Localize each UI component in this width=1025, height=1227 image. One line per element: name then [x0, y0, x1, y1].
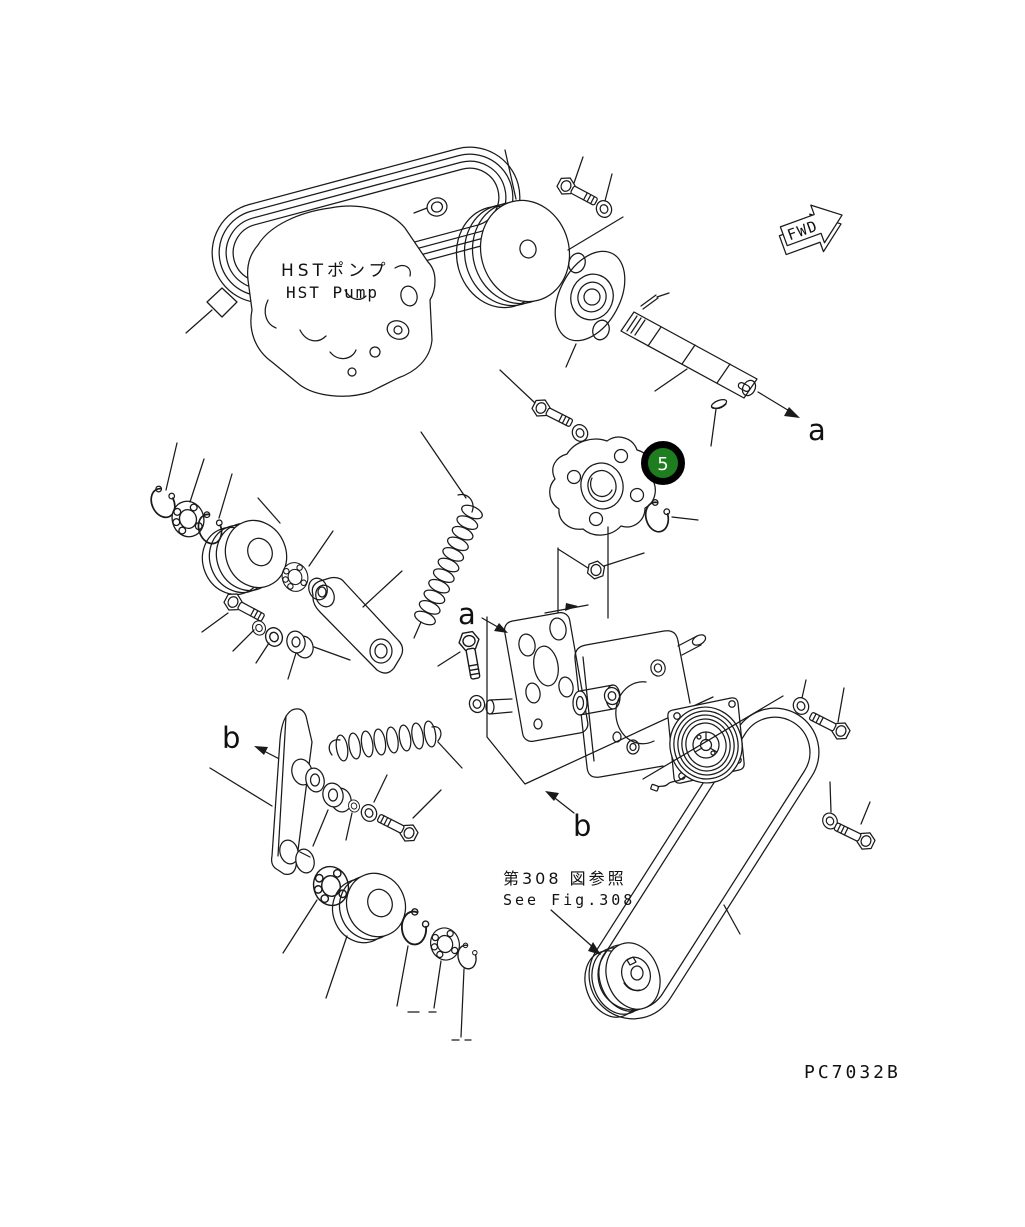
view-label-b-2: b — [573, 809, 591, 843]
idler-pulley — [325, 872, 407, 999]
bearing-1 — [167, 458, 209, 541]
crank-pulley — [584, 942, 661, 1018]
spacer-bushing — [286, 630, 314, 680]
fan-pump-mount — [549, 436, 656, 536]
pump-label-en: HST Pump — [286, 283, 379, 302]
lock-nut — [557, 548, 645, 580]
plate-bolt — [437, 629, 487, 681]
plate-lock-washer — [466, 693, 488, 715]
snap-ring-2 — [192, 473, 233, 548]
pivot-washer-b — [255, 624, 286, 664]
view-arrow-b-panel — [545, 791, 575, 814]
clutch-washer-2 — [819, 781, 841, 832]
shaft-flange-bearing — [554, 216, 626, 368]
bearing-2 — [278, 530, 334, 595]
woodruff-key — [710, 398, 728, 447]
bracket-plate — [572, 630, 707, 778]
pump-label-jp: HSTポンプ — [281, 261, 389, 281]
clutch-bolt-1 — [805, 687, 853, 744]
snap-ring-mount — [641, 495, 699, 536]
tension-arm — [308, 570, 404, 674]
return-spring — [328, 720, 463, 769]
magnet-clutch-pulley — [650, 697, 745, 792]
snap-ring-1 — [144, 442, 183, 523]
bearing-3 — [282, 861, 354, 954]
mount-bolt-5 — [499, 369, 577, 433]
link-washer — [357, 774, 388, 825]
snap-ring-3 — [396, 906, 432, 1007]
pivot-boss — [485, 698, 513, 715]
link-bushing — [312, 782, 352, 847]
callout-5[interactable]: 5 — [641, 441, 685, 485]
spring-pin — [640, 292, 670, 310]
washer-top — [593, 173, 615, 221]
ref-note-en: See Fig.308 — [503, 891, 635, 909]
view-arrow-a-plate — [481, 603, 589, 633]
pump-pulley — [455, 149, 571, 309]
snap-ring-4 — [454, 940, 482, 1038]
phantom-outline-panel — [486, 616, 714, 785]
link-washer-small — [345, 797, 362, 841]
hst-pump-body — [246, 205, 436, 397]
gasket-plate — [503, 611, 589, 742]
callout-5-number: 5 — [657, 454, 668, 475]
fwd-arrow: FWD — [778, 204, 843, 256]
link-plate — [271, 708, 325, 875]
pump-callout-diamond — [185, 287, 238, 334]
clutch-bolt-2 — [830, 801, 878, 854]
pivot-bolt — [201, 589, 268, 633]
pivot-washer-a — [232, 618, 268, 652]
bolt-top — [554, 156, 601, 211]
view-label-b-1: b — [222, 721, 240, 755]
ref-note-jp: 第308 図参照 — [503, 869, 627, 888]
ref-note[interactable]: 第308 図参照 See Fig.308 — [503, 869, 635, 955]
tension-spring — [413, 431, 483, 639]
drive-shaft — [620, 311, 758, 399]
view-label-a-1: a — [808, 413, 826, 447]
phantom-outline-center — [557, 526, 609, 619]
drawing-code: PC7032B — [804, 1062, 901, 1083]
view-label-a-2: a — [458, 597, 476, 631]
clutch-washer-1 — [789, 679, 813, 718]
link-bolt — [373, 789, 442, 846]
dash-marks — [407, 1011, 472, 1041]
leader-clutch-bolt — [642, 695, 784, 780]
idler-hub — [413, 197, 448, 217]
bearing-4 — [426, 924, 464, 1009]
view-arrow-a-shaft — [757, 391, 800, 418]
tension-pulley — [201, 497, 288, 596]
